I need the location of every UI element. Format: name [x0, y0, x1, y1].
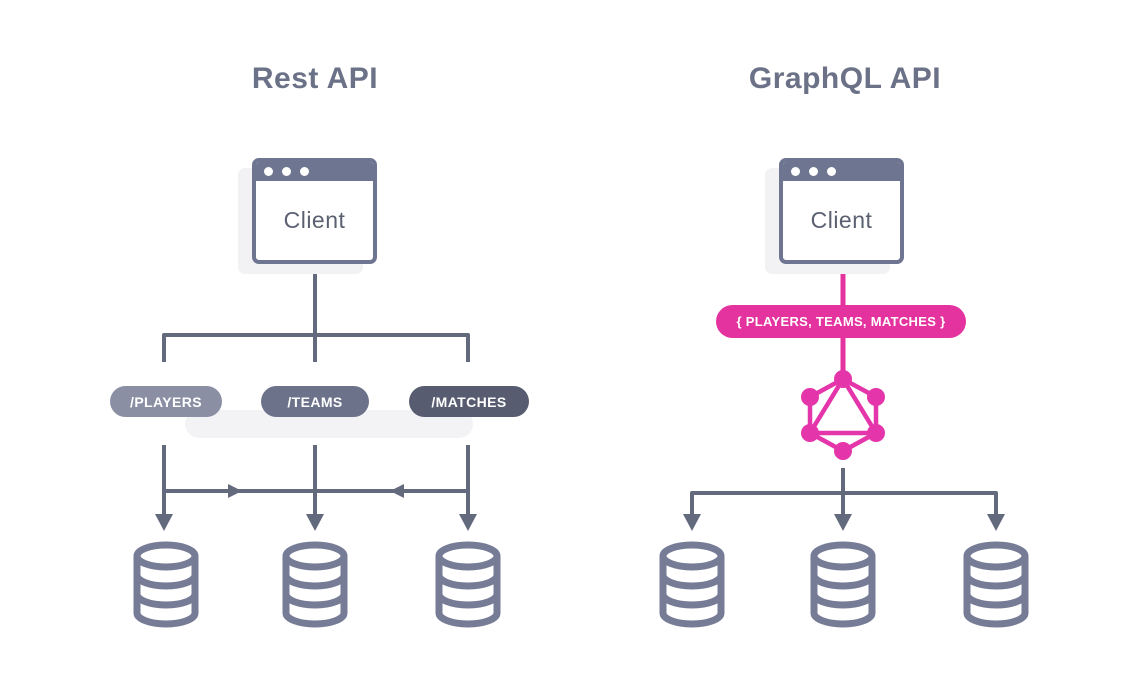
arrow-left-icon [390, 484, 404, 498]
window-dot-icon [791, 167, 800, 176]
client-label: Client [810, 207, 873, 233]
window-dot-icon [827, 167, 836, 176]
window-titlebar [783, 162, 900, 181]
endpoint-pill-players: /PLAYERS [110, 386, 222, 417]
endpoint-pill-teams: /TEAMS [261, 386, 369, 417]
client-label: Client [283, 207, 346, 233]
graphql-query-pill: { PLAYERS, TEAMS, MATCHES } [716, 305, 966, 338]
database-icon [282, 541, 348, 628]
arrow-down-icon [306, 514, 324, 531]
client-window-graphql: Client [779, 158, 904, 264]
rest-api-title: Rest API [251, 62, 379, 95]
window-titlebar [256, 162, 373, 181]
window-dot-icon [300, 167, 309, 176]
arrow-down-icon [155, 514, 173, 531]
database-icon [435, 541, 501, 628]
database-icon [133, 541, 199, 628]
arrow-down-icon [459, 514, 477, 531]
rest-database-connector [162, 445, 470, 515]
rest-arrowheads [155, 484, 477, 531]
database-icon [810, 541, 876, 628]
graphql-logo-icon [801, 370, 885, 460]
window-dot-icon [809, 167, 818, 176]
endpoint-pill-matches: /MATCHES [409, 386, 529, 417]
arrow-down-icon [834, 514, 852, 531]
database-icon [963, 541, 1029, 628]
database-row [133, 541, 1029, 628]
rest-client-connector [162, 264, 470, 362]
graphql-api-title: GraphQL API [748, 62, 942, 95]
graphql-arrowheads [683, 514, 1005, 531]
client-window-rest: Client [252, 158, 377, 264]
arrow-right-icon [228, 484, 242, 498]
graphql-database-connector [690, 468, 998, 515]
database-icon [659, 541, 725, 628]
arrow-down-icon [683, 514, 701, 531]
window-dot-icon [264, 167, 273, 176]
arrow-down-icon [987, 514, 1005, 531]
window-dot-icon [282, 167, 291, 176]
